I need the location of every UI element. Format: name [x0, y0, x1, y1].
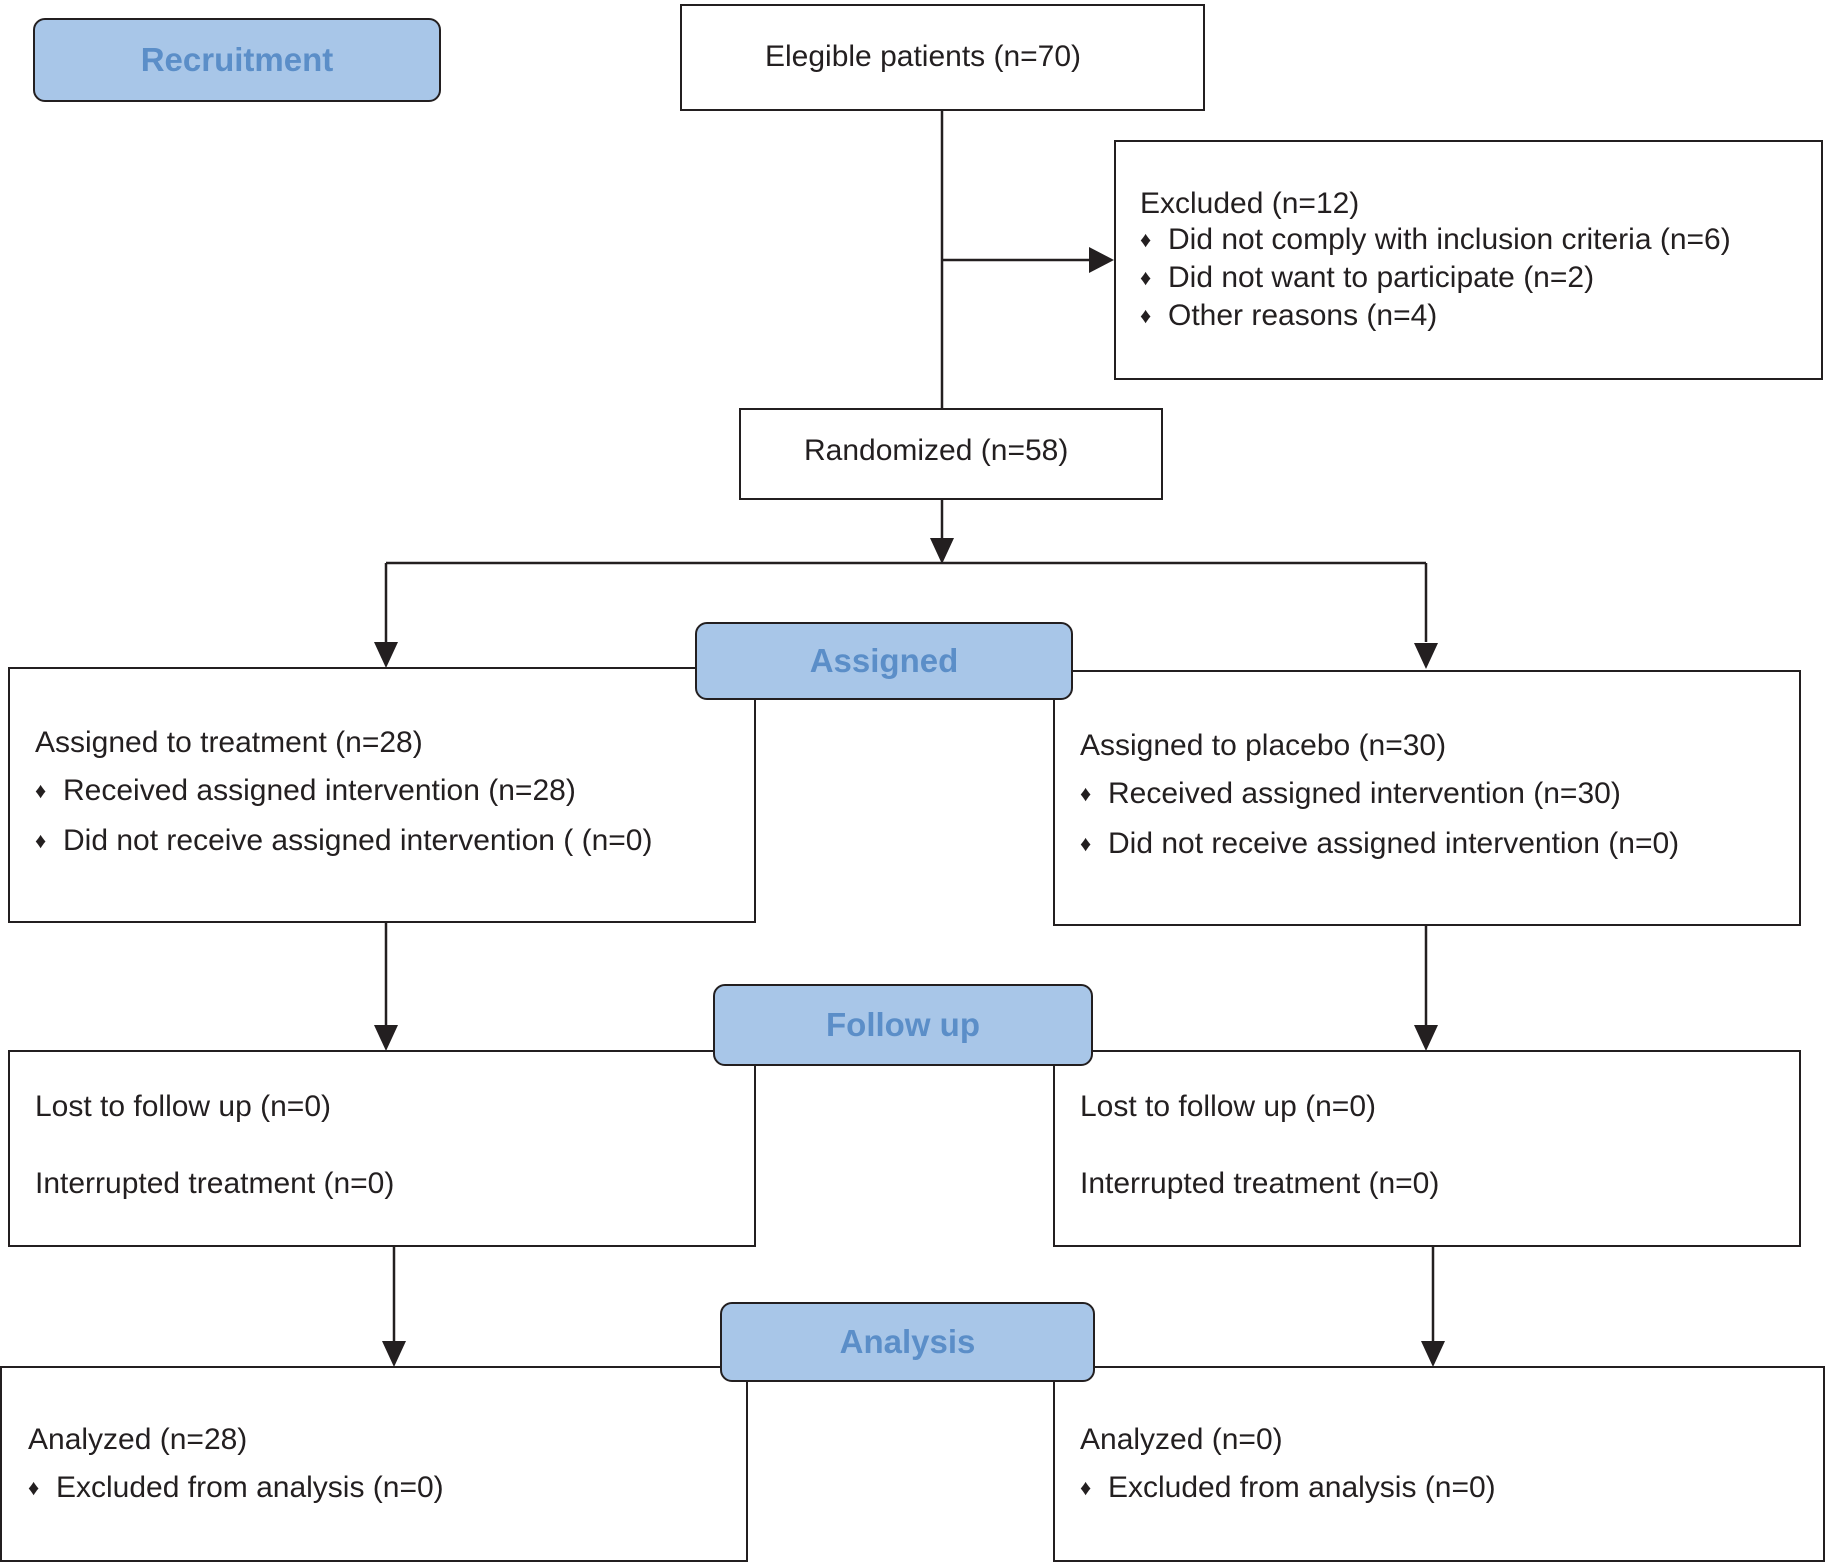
- excluded-reason: ♦ Other reasons (n=4): [1140, 298, 1437, 334]
- diamond-bullet-icon: ♦: [1140, 303, 1152, 328]
- placebo-followup-arrowhead: [1414, 1025, 1438, 1051]
- randomized-arrowhead: [930, 538, 954, 564]
- placebo-allocation-box: Assigned to placebo (n=30) ♦ Received ass…: [1053, 670, 1801, 926]
- diamond-bullet-icon: ♦: [1140, 265, 1152, 290]
- treatment-analysis-item-text: Excluded from analysis (n=0): [56, 1471, 444, 1504]
- stage-recruitment: Recruitment: [33, 18, 441, 102]
- diamond-bullet-icon: ♦: [35, 778, 47, 803]
- treatment-allocation-title: Assigned to treatment (n=28): [35, 726, 423, 759]
- randomized-text: Randomized (n=58): [804, 434, 1069, 467]
- stage-follow-up-label: Follow up: [826, 1006, 980, 1043]
- stage-analysis-label: Analysis: [839, 1323, 976, 1360]
- treatment-arm-arrowhead: [374, 642, 398, 668]
- placebo-allocation-item: ♦ Did not receive assigned intervention (…: [1080, 826, 1679, 862]
- stage-follow-up: Follow up: [713, 984, 1093, 1066]
- excluded-box: Excluded (n=12) ♦ Did not comply with inc…: [1114, 140, 1823, 380]
- treatment-interrupted-text: Interrupted treatment (n=0): [35, 1167, 395, 1200]
- stage-assigned: Assigned: [695, 622, 1073, 700]
- placebo-arm-arrowhead: [1414, 643, 1438, 669]
- diamond-bullet-icon: ♦: [1080, 781, 1092, 806]
- excluded-reason-text: Other reasons (n=4): [1168, 299, 1438, 332]
- treatment-analysis-item: ♦ Excluded from analysis (n=0): [28, 1470, 444, 1506]
- treatment-allocation-item: ♦ Did not receive assigned intervention (…: [35, 823, 652, 859]
- placebo-allocation-item: ♦ Received assigned intervention (n=30): [1080, 776, 1621, 812]
- stage-analysis: Analysis: [720, 1302, 1095, 1382]
- treatment-lost-text: Lost to follow up (n=0): [35, 1090, 332, 1123]
- stage-assigned-label: Assigned: [809, 642, 959, 679]
- placebo-allocation-title: Assigned to placebo (n=30): [1080, 729, 1447, 762]
- placebo-analysis-box: Analyzed (n=0) ♦ Excluded from analysis (…: [1053, 1366, 1825, 1562]
- treatment-allocation-box: Assigned to treatment (n=28) ♦ Received a…: [8, 667, 756, 923]
- stage-recruitment-label: Recruitment: [140, 41, 334, 78]
- diamond-bullet-icon: ♦: [1080, 1475, 1092, 1500]
- placebo-analysis-item-text: Excluded from analysis (n=0): [1108, 1471, 1496, 1504]
- placebo-lost-text: Lost to follow up (n=0): [1080, 1090, 1377, 1123]
- treatment-analysis-arrowhead: [382, 1341, 406, 1367]
- treatment-followup-box: Lost to follow up (n=0) Interrupted trea…: [8, 1050, 756, 1247]
- treatment-allocation-item-text: Received assigned intervention (n=28): [63, 774, 576, 807]
- placebo-allocation-item-text: Did not receive assigned intervention (n…: [1108, 827, 1680, 860]
- treatment-allocation-item-text: Did not receive assigned intervention ( …: [63, 824, 653, 857]
- placebo-analysis-title: Analyzed (n=0): [1080, 1423, 1283, 1456]
- excluded-reason: ♦ Did not want to participate (n=2): [1140, 260, 1594, 296]
- randomized-box: Randomized (n=58): [739, 408, 1163, 500]
- excluded-reason-text: Did not want to participate (n=2): [1168, 261, 1595, 294]
- excluded-arrowhead: [1089, 247, 1114, 273]
- diamond-bullet-icon: ♦: [1140, 227, 1152, 252]
- placebo-analysis-item: ♦ Excluded from analysis (n=0): [1080, 1470, 1496, 1506]
- placebo-followup-box: Lost to follow up (n=0) Interrupted trea…: [1053, 1050, 1801, 1247]
- diamond-bullet-icon: ♦: [35, 828, 47, 853]
- treatment-followup-arrowhead: [374, 1025, 398, 1051]
- excluded-title: Excluded (n=12): [1140, 187, 1360, 220]
- excluded-reason-text: Did not comply with inclusion criteria (…: [1168, 223, 1731, 256]
- placebo-interrupted-text: Interrupted treatment (n=0): [1080, 1167, 1440, 1200]
- diamond-bullet-icon: ♦: [1080, 831, 1092, 856]
- eligible-box: Elegible patients (n=70): [680, 4, 1205, 111]
- treatment-analysis-box: Analyzed (n=28) ♦ Excluded from analysis …: [0, 1366, 748, 1562]
- treatment-analysis-title: Analyzed (n=28): [28, 1423, 248, 1456]
- diamond-bullet-icon: ♦: [28, 1475, 40, 1500]
- treatment-allocation-item: ♦ Received assigned intervention (n=28): [35, 773, 576, 809]
- eligible-text: Elegible patients (n=70): [765, 40, 1082, 73]
- placebo-analysis-arrowhead: [1421, 1341, 1445, 1367]
- placebo-allocation-item-text: Received assigned intervention (n=30): [1108, 777, 1621, 810]
- excluded-reason: ♦ Did not comply with inclusion criteria …: [1140, 222, 1731, 258]
